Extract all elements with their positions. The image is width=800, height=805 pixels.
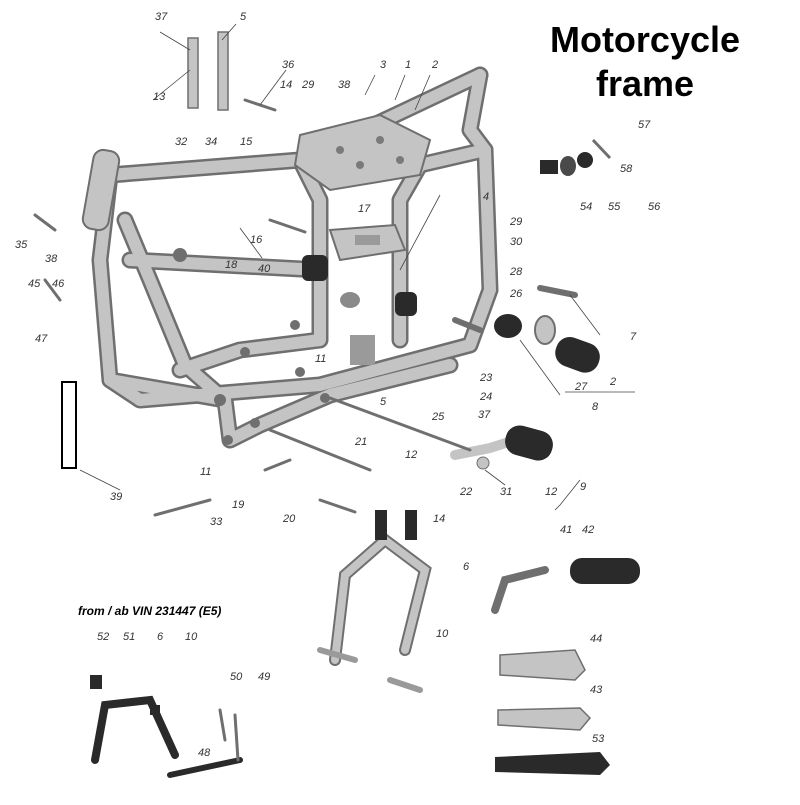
part-label-8: 8 — [592, 401, 599, 413]
reference-box — [61, 381, 77, 469]
part-label-6: 6 — [157, 631, 164, 643]
part-label-19: 19 — [232, 499, 244, 511]
part-label-39: 39 — [110, 491, 122, 503]
part-label-2: 2 — [609, 376, 616, 388]
part-label-37: 37 — [155, 11, 168, 23]
small-parts-cluster — [540, 138, 612, 176]
part-label-42: 42 — [582, 524, 594, 536]
part-label-55: 55 — [608, 201, 621, 213]
part-label-13: 13 — [153, 91, 166, 103]
part-label-48: 48 — [198, 747, 211, 759]
part-label-7: 7 — [630, 331, 637, 343]
part-label-51: 51 — [123, 631, 135, 643]
part-label-34: 34 — [205, 136, 217, 148]
part-label-10: 10 — [436, 628, 449, 640]
part-label-6: 6 — [463, 561, 470, 573]
part-label-38: 38 — [45, 253, 58, 265]
part-label-46: 46 — [52, 278, 65, 290]
part-label-3: 3 — [380, 59, 387, 71]
part-label-23: 23 — [479, 372, 493, 384]
part-label-5: 5 — [380, 396, 387, 408]
variant-note: from / ab VIN 231447 (E5) — [78, 604, 222, 618]
part-label-10: 10 — [185, 631, 198, 643]
diagram-title: Motorcycle frame — [520, 18, 770, 106]
part-label-25: 25 — [431, 411, 445, 423]
part-label-54: 54 — [580, 201, 592, 213]
part-label-33: 33 — [210, 516, 223, 528]
title-line-1: Motorcycle — [549, 19, 741, 60]
part-label-28: 28 — [509, 266, 523, 278]
battery-tray — [328, 223, 407, 262]
part-label-12: 12 — [545, 486, 557, 498]
title-line-2: frame — [595, 63, 695, 104]
seat-plate — [293, 113, 432, 192]
handle-parts — [491, 558, 640, 614]
part-label-47: 47 — [35, 333, 48, 345]
center-stand — [317, 510, 432, 693]
bolts — [33, 98, 472, 517]
part-label-56: 56 — [648, 201, 661, 213]
frame-clamps — [173, 248, 330, 445]
part-label-11: 11 — [200, 466, 211, 478]
steering-head — [81, 148, 121, 232]
leader-lines — [79, 23, 635, 511]
part-label-35: 35 — [15, 239, 28, 251]
part-label-18: 18 — [225, 259, 238, 271]
part-label-2: 2 — [431, 59, 438, 71]
part-label-15: 15 — [240, 136, 253, 148]
part-label-14: 14 — [433, 513, 445, 525]
part-label-40: 40 — [258, 263, 271, 275]
part-label-16: 16 — [250, 234, 263, 246]
part-label-37: 37 — [478, 409, 491, 421]
part-label-14: 14 — [280, 79, 292, 91]
part-label-44: 44 — [590, 633, 602, 645]
strap-parts — [187, 31, 229, 111]
part-label-30: 30 — [510, 236, 523, 248]
part-label-21: 21 — [354, 436, 367, 448]
part-label-27: 27 — [574, 381, 588, 393]
part-label-24: 24 — [479, 391, 492, 403]
part-label-31: 31 — [500, 486, 512, 498]
part-label-43: 43 — [590, 684, 603, 696]
main-frame — [91, 66, 499, 449]
part-label-9: 9 — [580, 481, 586, 493]
part-label-12: 12 — [405, 449, 417, 461]
part-label-49: 49 — [258, 671, 270, 683]
part-label-29: 29 — [301, 79, 314, 91]
part-label-36: 36 — [282, 59, 295, 71]
part-label-11: 11 — [315, 353, 326, 365]
part-label-4: 4 — [483, 191, 489, 203]
part-label-20: 20 — [282, 513, 296, 525]
part-label-41: 41 — [560, 524, 572, 536]
part-label-50: 50 — [230, 671, 243, 683]
part-label-17: 17 — [358, 203, 371, 215]
part-label-22: 22 — [459, 486, 472, 498]
variant-stand — [90, 675, 243, 778]
part-label-1: 1 — [405, 59, 411, 71]
part-label-58: 58 — [620, 163, 633, 175]
rubber-mounts — [302, 255, 417, 365]
footrest-assembly — [452, 285, 600, 373]
shift-lever — [450, 425, 553, 470]
part-label-5: 5 — [240, 11, 247, 23]
part-label-38: 38 — [338, 79, 351, 91]
part-label-32: 32 — [175, 136, 187, 148]
part-label-45: 45 — [28, 278, 41, 290]
part-label-26: 26 — [509, 288, 523, 300]
part-label-57: 57 — [638, 119, 651, 131]
part-label-53: 53 — [592, 733, 605, 745]
plates — [495, 649, 610, 775]
part-label-29: 29 — [509, 216, 522, 228]
part-label-52: 52 — [97, 631, 109, 643]
